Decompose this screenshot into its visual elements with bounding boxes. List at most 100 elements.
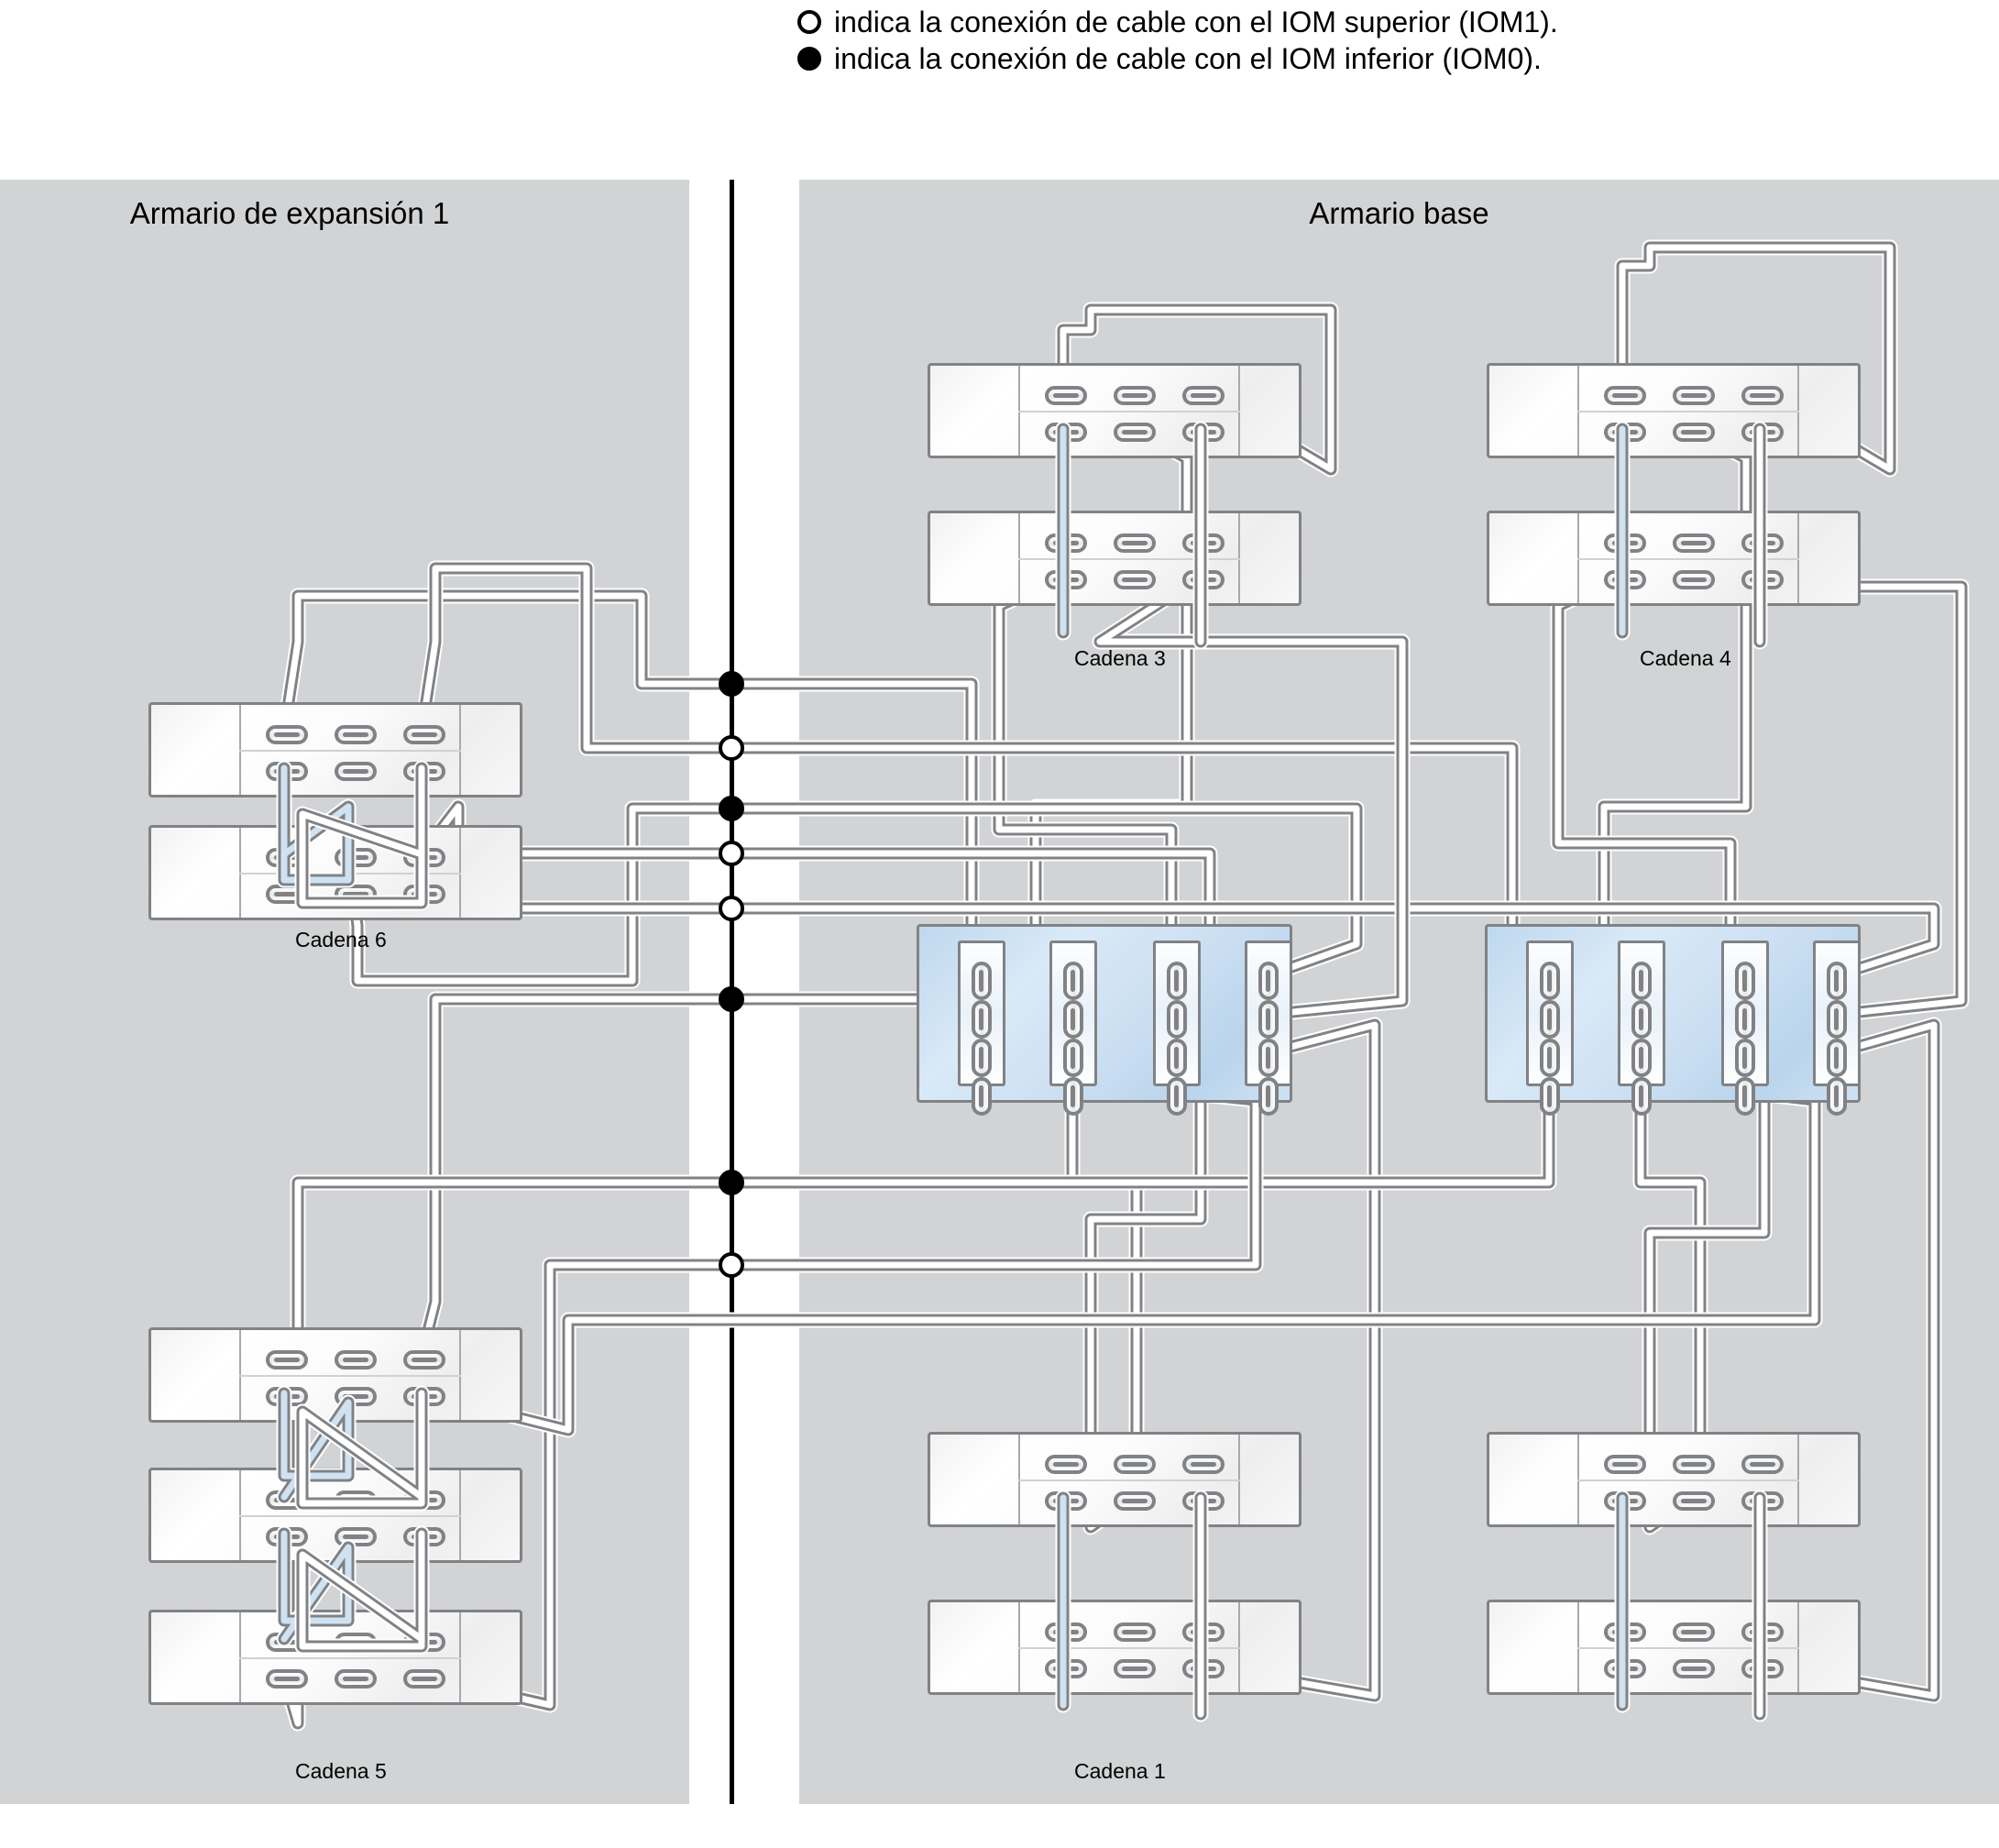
shelf-port-iom1-1 xyxy=(335,1490,377,1510)
shelf-left-bay xyxy=(1489,1602,1580,1692)
shelf-port-iom0-1 xyxy=(335,1387,377,1406)
hba-port-2-0 xyxy=(1167,962,1187,1001)
shelf-base-c2-top xyxy=(1487,1432,1861,1527)
hba-port-0-1 xyxy=(972,1000,992,1040)
controller-right-hba-1 xyxy=(1618,940,1665,1116)
shelf-port-iom1-0 xyxy=(266,1633,308,1652)
shelf-base-c4-bottom xyxy=(1487,511,1861,606)
shelf-right-bay xyxy=(1796,1435,1858,1524)
junction-dot-5-open xyxy=(719,896,744,921)
hba-port-2-1 xyxy=(1167,1000,1187,1040)
shelf-left-bay xyxy=(1489,366,1580,456)
shelf-divider xyxy=(1577,1480,1799,1481)
shelf-port-iom0-0 xyxy=(266,1527,308,1546)
shelf-exp-c6-top xyxy=(148,702,522,798)
cabinet-expansion-1-title: Armario de expansión 1 xyxy=(129,196,450,230)
hba-port-2-0 xyxy=(1735,962,1755,1001)
shelf-port-iom1-1 xyxy=(335,1633,377,1652)
shelf-left-bay xyxy=(930,513,1021,603)
legend-row-iom0: indica la conexión de cable con el IOM i… xyxy=(797,40,1897,77)
shelf-right-bay xyxy=(1796,513,1858,603)
controller-right-hba-2 xyxy=(1721,940,1769,1116)
controller-left-hba-2 xyxy=(1153,940,1201,1116)
chain-label-cadena-3: Cadena 3 xyxy=(1074,646,1166,670)
hba-port-2-2 xyxy=(1735,1039,1755,1078)
shelf-port-iom1-2 xyxy=(1741,1455,1784,1474)
shelf-port-iom0-0 xyxy=(266,1387,308,1406)
shelf-port-iom0-1 xyxy=(335,1669,377,1688)
shelf-port-iom1-0 xyxy=(1045,1622,1087,1642)
chain-label-cadena-4: Cadena 4 xyxy=(1640,646,1731,670)
shelf-port-iom0-1 xyxy=(1673,570,1715,589)
shelf-exp-c5-bottom xyxy=(148,1610,522,1705)
shelf-port-iom0-2 xyxy=(403,1669,445,1688)
hba-port-0-1 xyxy=(1540,1000,1560,1040)
controller-right xyxy=(1485,924,1861,1116)
shelf-port-iom0-0 xyxy=(1045,423,1087,442)
shelf-right-bay xyxy=(458,828,520,918)
hba-port-0-0 xyxy=(972,962,992,1001)
hba-port-2-2 xyxy=(1167,1039,1187,1078)
hba-port-3-1 xyxy=(1827,1000,1847,1040)
shelf-divider xyxy=(239,750,461,752)
shelf-port-iom0-0 xyxy=(266,762,308,781)
shelf-base-c1-top xyxy=(928,1432,1302,1527)
shelf-port-iom1-2 xyxy=(1741,1622,1784,1642)
shelf-port-iom0-2 xyxy=(1182,570,1225,589)
shelf-port-iom0-1 xyxy=(1673,423,1715,442)
junction-dot-8-open xyxy=(719,1252,744,1278)
hba-port-0-0 xyxy=(1540,962,1560,1001)
shelf-base-c4-top xyxy=(1487,363,1861,458)
shelf-port-iom0-2 xyxy=(403,1387,445,1406)
shelf-base-c2-bottom xyxy=(1487,1600,1861,1695)
shelf-port-iom0-0 xyxy=(1604,570,1646,589)
shelf-right-bay xyxy=(1796,1602,1858,1692)
hba-port-3-1 xyxy=(1258,1000,1279,1040)
shelf-port-iom1-2 xyxy=(403,1490,445,1510)
shelf-port-iom1-2 xyxy=(1182,1622,1225,1642)
shelf-right-bay xyxy=(458,1330,520,1420)
hba-port-1-1 xyxy=(1063,1000,1083,1040)
controller-left-hba-0 xyxy=(958,940,1005,1116)
shelf-divider xyxy=(239,873,461,874)
shelf-port-iom1-0 xyxy=(266,1490,308,1510)
shelf-right-bay xyxy=(458,1470,520,1560)
junction-dot-1-filled xyxy=(719,671,744,697)
hba-port-2-1 xyxy=(1735,1000,1755,1040)
shelf-port-iom0-2 xyxy=(1182,1491,1225,1511)
shelf-port-iom1-2 xyxy=(403,848,445,867)
shelf-port-iom1-2 xyxy=(1182,534,1225,553)
junction-dot-6-filled xyxy=(719,986,744,1012)
shelf-right-bay xyxy=(1237,1602,1299,1692)
shelf-port-iom0-2 xyxy=(1741,570,1784,589)
junction-dot-3-filled xyxy=(719,796,744,821)
hba-port-1-1 xyxy=(1631,1000,1652,1040)
junction-dot-4-open xyxy=(719,841,744,866)
shelf-divider xyxy=(1018,411,1240,412)
shelf-port-iom0-2 xyxy=(403,762,445,781)
shelf-exp-c5-mid xyxy=(148,1468,522,1563)
shelf-port-iom0-2 xyxy=(403,1527,445,1546)
shelf-right-bay xyxy=(1237,1435,1299,1524)
shelf-left-bay xyxy=(151,1470,242,1560)
shelf-port-iom1-1 xyxy=(335,725,377,744)
shelf-base-c3-bottom xyxy=(928,511,1302,606)
shelf-divider xyxy=(1577,411,1799,412)
shelf-port-iom0-1 xyxy=(1673,1659,1715,1678)
shelf-port-iom0-2 xyxy=(1182,1659,1225,1678)
junction-dot-2-open xyxy=(719,735,744,761)
shelf-left-bay xyxy=(151,828,242,918)
legend: indica la conexión de cable con el IOM s… xyxy=(797,4,1897,77)
hba-port-1-3 xyxy=(1631,1077,1652,1116)
shelf-base-c3-top xyxy=(928,363,1302,458)
shelf-base-c1-bottom xyxy=(928,1600,1302,1695)
shelf-port-iom0-1 xyxy=(1114,1659,1156,1678)
shelf-port-iom0-2 xyxy=(1741,1491,1784,1511)
shelf-port-iom0-1 xyxy=(335,1527,377,1546)
shelf-left-bay xyxy=(930,1602,1021,1692)
cabinet-base-title: Armario base xyxy=(1309,196,1489,230)
controller-left xyxy=(917,924,1292,1116)
hba-port-3-0 xyxy=(1258,962,1279,1001)
shelf-port-iom1-1 xyxy=(335,1350,377,1370)
